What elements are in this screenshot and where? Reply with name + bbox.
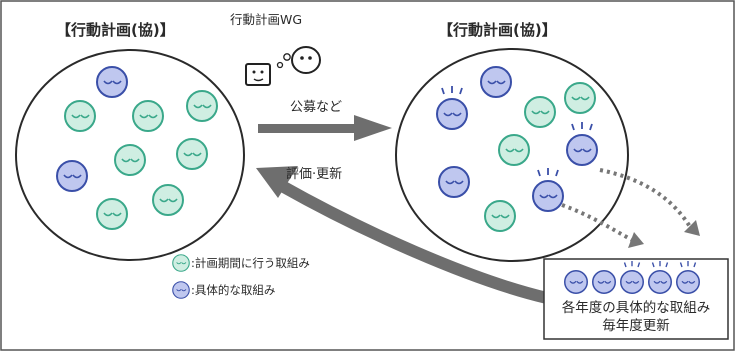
forward-arrow bbox=[258, 115, 392, 141]
face-green bbox=[176, 138, 208, 170]
face-blue bbox=[532, 180, 564, 212]
wg-label: 行動計画WG bbox=[230, 12, 302, 27]
face-green bbox=[96, 198, 128, 230]
face-green bbox=[186, 90, 218, 122]
green-face-icon bbox=[172, 254, 190, 272]
face-blue bbox=[438, 166, 470, 198]
forward-arrow-label: 公募など bbox=[290, 100, 342, 115]
face-green bbox=[524, 96, 556, 128]
face-green bbox=[152, 184, 184, 216]
face-green bbox=[484, 200, 516, 232]
face-blue bbox=[564, 270, 588, 294]
face-blue bbox=[566, 134, 598, 166]
thought-bubble-icon bbox=[291, 46, 321, 74]
face-green bbox=[498, 134, 530, 166]
face-blue bbox=[648, 270, 672, 294]
legend-green-label: :計画期間に行う取組み bbox=[191, 256, 310, 270]
annual-box-line1: 各年度の具体的な取組み bbox=[562, 300, 711, 316]
face-blue bbox=[436, 98, 468, 130]
legend-blue-item: :具体的な取組み bbox=[172, 281, 275, 299]
annual-box-line2: 毎年度更新 bbox=[602, 318, 670, 334]
dotted-arrow-lower bbox=[561, 203, 644, 248]
blue-face-icon bbox=[172, 281, 190, 299]
legend-green-item: :計画期間に行う取組み bbox=[172, 254, 310, 272]
face-blue bbox=[620, 270, 644, 294]
face-blue bbox=[480, 66, 512, 98]
face-green bbox=[132, 100, 164, 132]
legend-blue-label: :具体的な取組み bbox=[191, 283, 275, 297]
back-arrow bbox=[256, 166, 549, 304]
face-blue bbox=[56, 160, 88, 192]
face-green bbox=[564, 82, 596, 114]
legend: :計画期間に行う取組み :具体的な取組み bbox=[172, 254, 310, 299]
face-green bbox=[64, 100, 96, 132]
face-blue bbox=[96, 66, 128, 98]
face-green bbox=[114, 144, 146, 176]
face-blue bbox=[592, 270, 616, 294]
dotted-arrow-upper bbox=[599, 168, 700, 236]
right-title: 【行動計画(協)】 bbox=[438, 21, 557, 39]
left-title: 【行動計画(協)】 bbox=[56, 21, 175, 39]
back-arrow-label: 評価·更新 bbox=[286, 166, 342, 182]
face-blue bbox=[676, 270, 700, 294]
wg-character-icon bbox=[245, 53, 291, 86]
